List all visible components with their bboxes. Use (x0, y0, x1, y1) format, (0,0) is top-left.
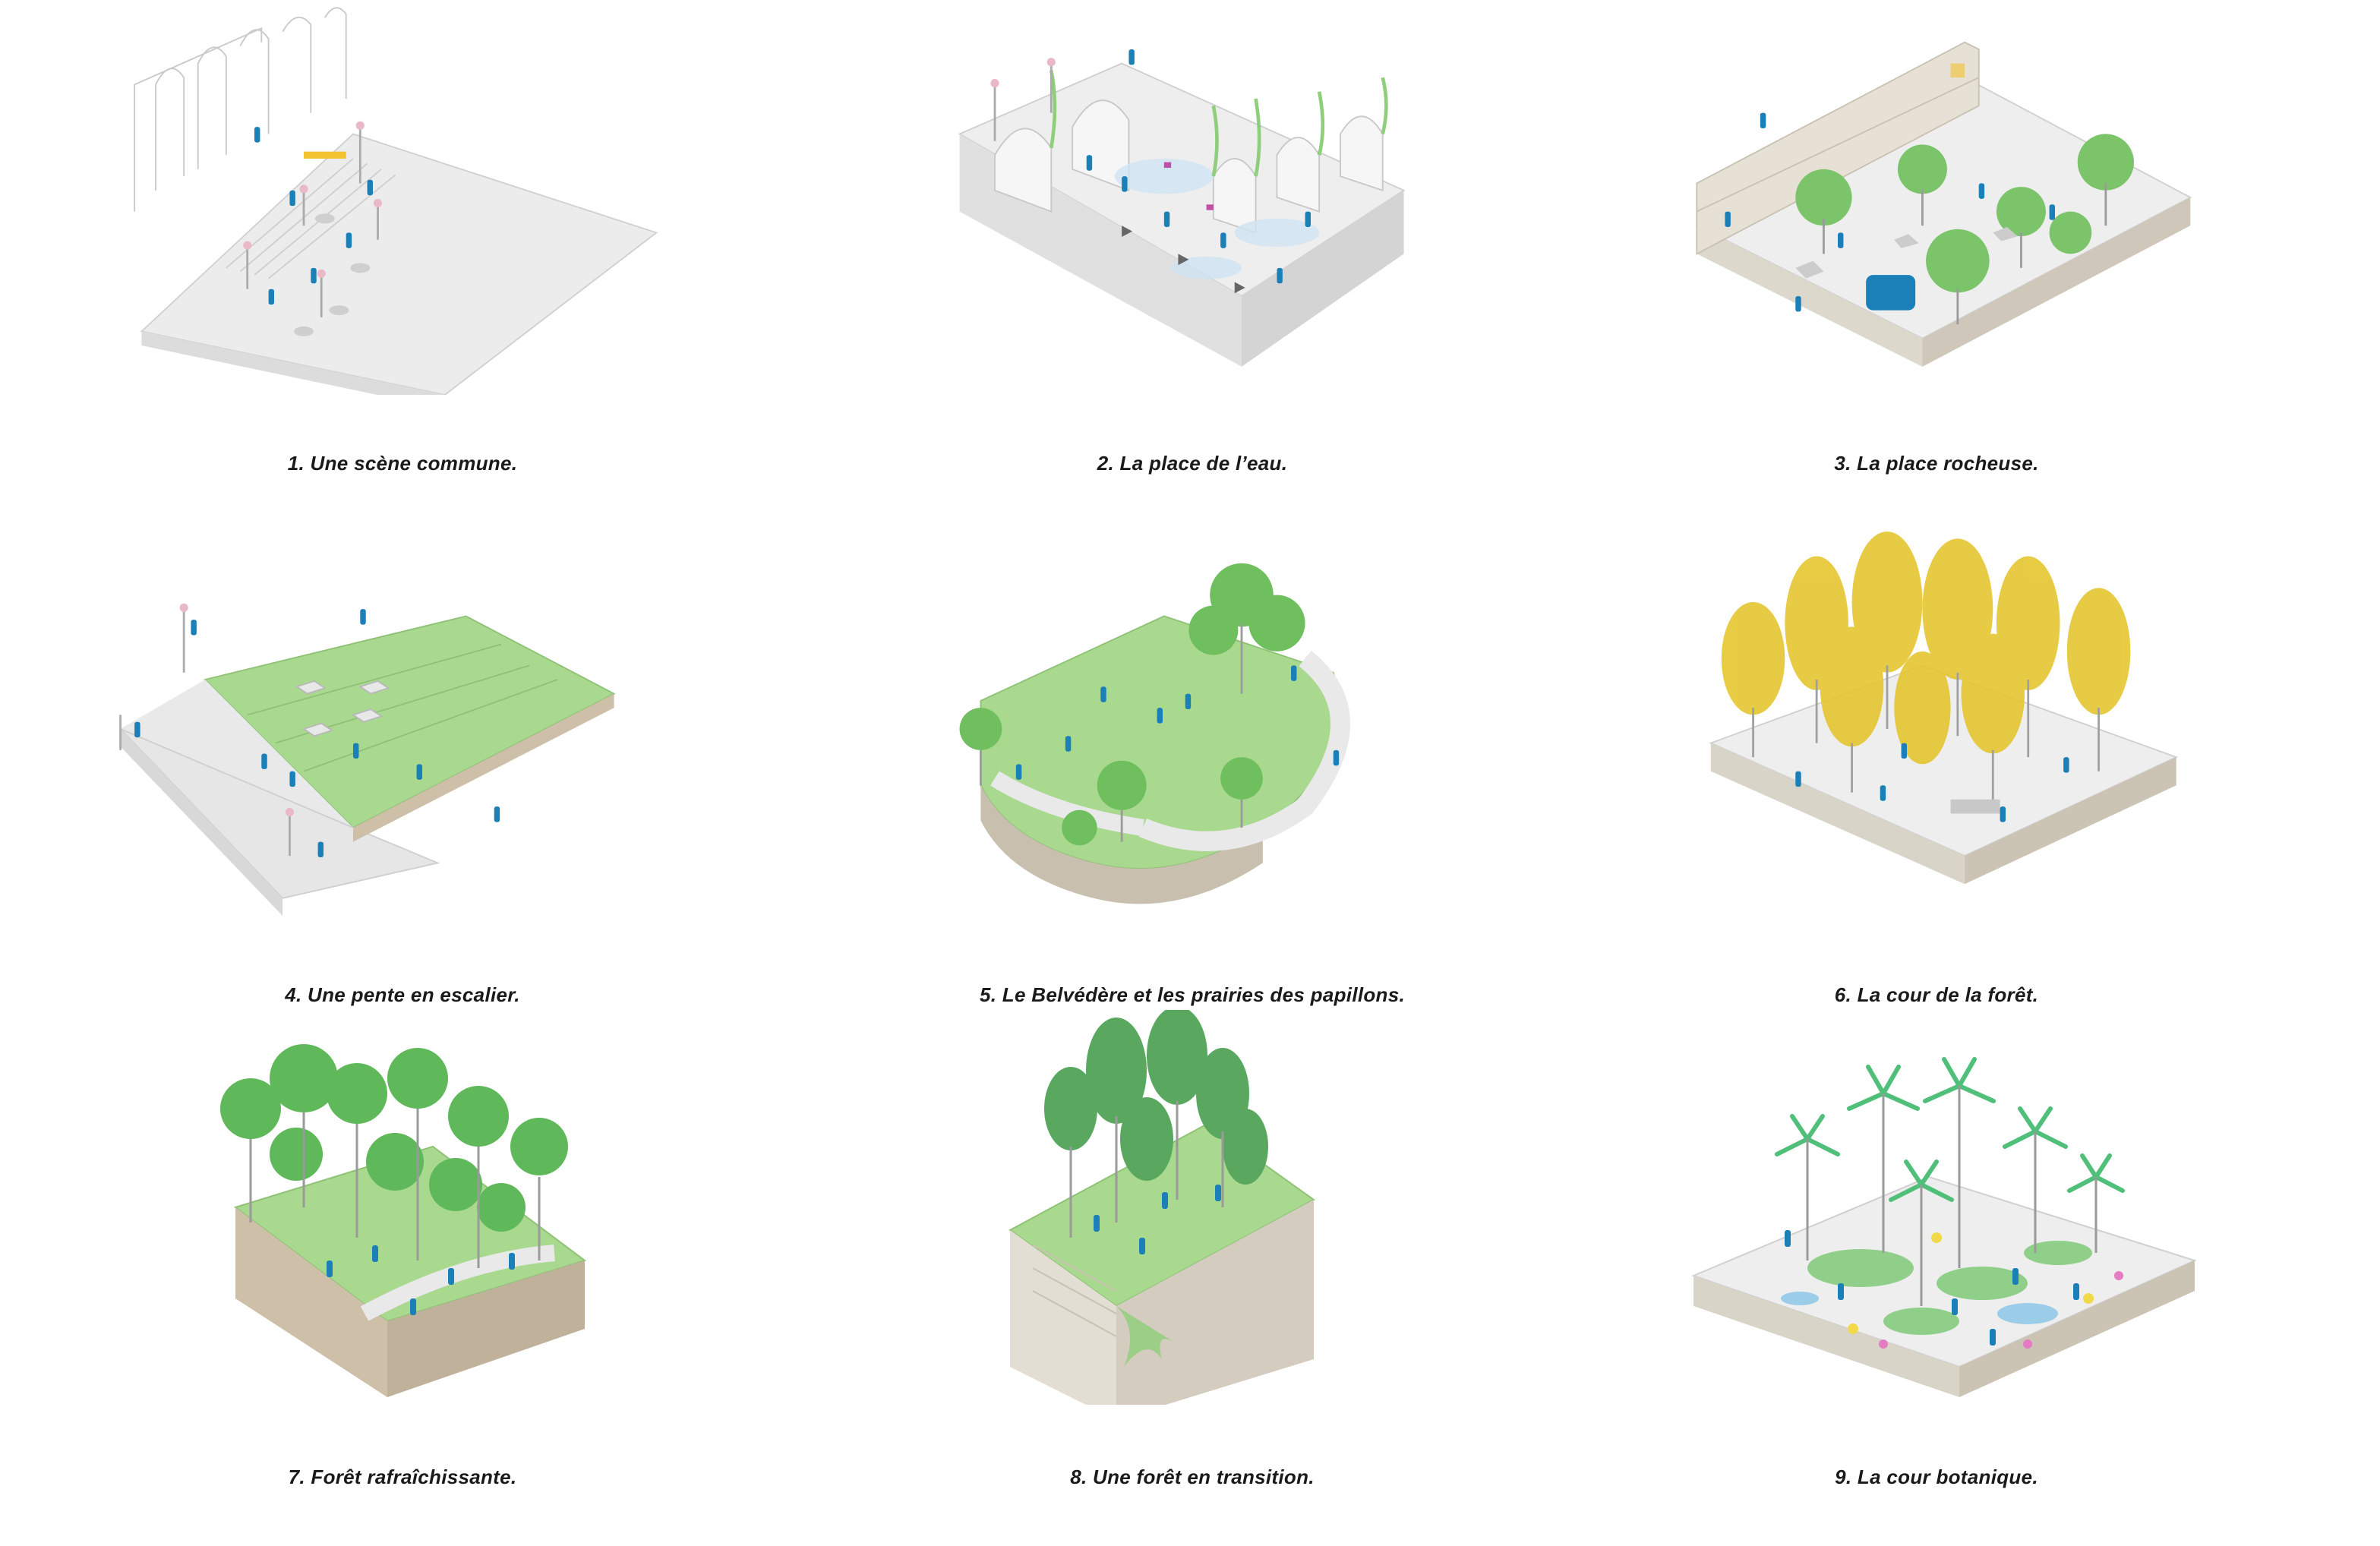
illustration-pente-escalier (119, 603, 616, 917)
illustration-foret-transition (1009, 1010, 1315, 1405)
caption-panel-1: 1. Une scène commune. (287, 452, 518, 475)
caption-panel-2: 2. La place de l’eau. (1097, 452, 1288, 475)
illustration-place-eau (958, 49, 1406, 367)
caption-panel-3: 3. La place rocheuse. (1834, 452, 2039, 475)
caption-panel-8: 8. Une forêt en transition. (1070, 1466, 1315, 1488)
illustration-scene-commune (134, 7, 658, 395)
caption-panel-9: 9. La cour botanique. (1835, 1466, 2038, 1488)
illustration-place-rocheuse (1695, 41, 2192, 367)
illustration-foret-rafraichissante (220, 1044, 587, 1397)
illustration-belvedere-prairies (959, 563, 1350, 904)
caption-panel-5: 5. Le Belvédère et les prairies des papi… (979, 983, 1406, 1006)
caption-panel-7: 7. Forêt rafraîchissante. (288, 1466, 517, 1488)
caption-panel-6: 6. La cour de la forêt. (1834, 983, 2039, 1006)
illustration-cour-botanique (1691, 1057, 2197, 1397)
illustration-cour-foret (1709, 532, 2179, 885)
caption-panel-4: 4. Une pente en escalier. (285, 983, 520, 1006)
